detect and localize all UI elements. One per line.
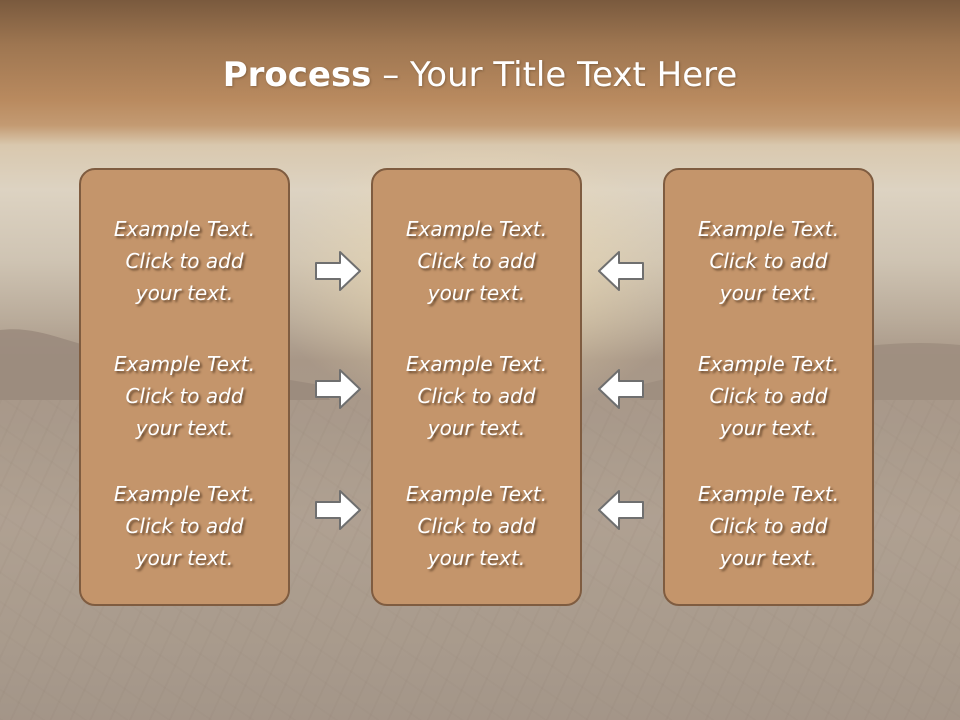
text-line: your text. [427, 416, 526, 440]
text-line: Click to add [709, 514, 828, 538]
panel-middle[interactable]: Example Text. Click to add your text. Ex… [371, 168, 582, 606]
text-line: your text. [427, 281, 526, 305]
text-block[interactable]: Example Text. Click to add your text. [373, 478, 580, 574]
text-line: your text. [427, 546, 526, 570]
text-line: Click to add [417, 384, 536, 408]
text-block[interactable]: Example Text. Click to add your text. [81, 478, 288, 574]
arrow-left-icon[interactable] [597, 250, 645, 292]
text-block[interactable]: Example Text. Click to add your text. [665, 478, 872, 574]
text-line: Click to add [417, 249, 536, 273]
text-block[interactable]: Example Text. Click to add your text. [665, 213, 872, 309]
text-line: Example Text. [113, 482, 256, 506]
text-line: Click to add [125, 384, 244, 408]
title-rest: – Your Title Text Here [371, 55, 738, 95]
text-line: Example Text. [113, 217, 256, 241]
text-line: Example Text. [405, 217, 548, 241]
text-line: Example Text. [405, 482, 548, 506]
text-line: your text. [719, 546, 818, 570]
text-line: your text. [135, 281, 234, 305]
text-line: your text. [135, 546, 234, 570]
text-line: Click to add [709, 249, 828, 273]
text-line: Example Text. [697, 482, 840, 506]
text-block[interactable]: Example Text. Click to add your text. [373, 348, 580, 444]
text-block[interactable]: Example Text. Click to add your text. [373, 213, 580, 309]
text-block[interactable]: Example Text. Click to add your text. [665, 348, 872, 444]
panel-right[interactable]: Example Text. Click to add your text. Ex… [663, 168, 874, 606]
panel-left[interactable]: Example Text. Click to add your text. Ex… [79, 168, 290, 606]
text-line: Click to add [709, 384, 828, 408]
text-line: Example Text. [113, 352, 256, 376]
text-line: Click to add [125, 249, 244, 273]
arrow-left-icon[interactable] [597, 489, 645, 531]
arrow-right-icon[interactable] [314, 250, 362, 292]
text-line: your text. [719, 281, 818, 305]
arrow-left-icon[interactable] [597, 368, 645, 410]
arrow-right-icon[interactable] [314, 368, 362, 410]
text-line: Click to add [417, 514, 536, 538]
text-line: your text. [135, 416, 234, 440]
text-line: Example Text. [697, 217, 840, 241]
text-line: Example Text. [405, 352, 548, 376]
text-block[interactable]: Example Text. Click to add your text. [81, 348, 288, 444]
arrow-right-icon[interactable] [314, 489, 362, 531]
text-line: Click to add [125, 514, 244, 538]
slide-title[interactable]: Process – Your Title Text Here [0, 52, 960, 98]
text-line: your text. [719, 416, 818, 440]
text-line: Example Text. [697, 352, 840, 376]
text-block[interactable]: Example Text. Click to add your text. [81, 213, 288, 309]
title-bold: Process [222, 55, 372, 95]
